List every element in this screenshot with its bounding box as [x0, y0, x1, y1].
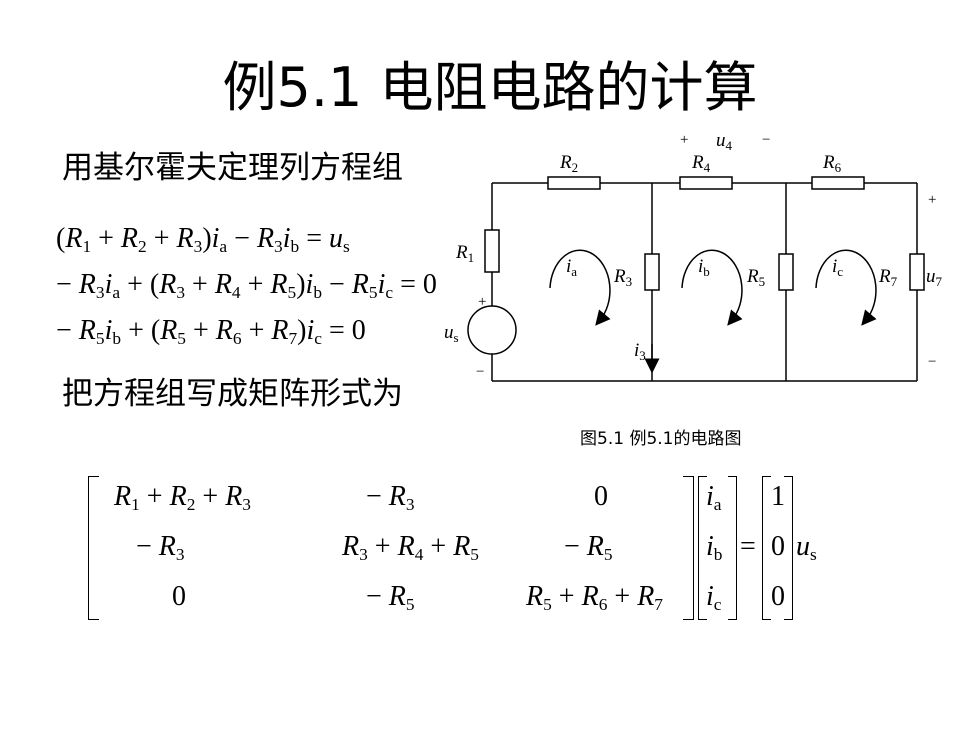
label-ic: ic: [832, 256, 843, 279]
label-us-minus: −: [476, 364, 484, 380]
matrix-cell-1-2: − R3: [366, 481, 415, 514]
matrix-cell-3-3: R5 + R6 + R7: [526, 581, 663, 614]
label-ib: ib: [698, 256, 710, 279]
equation-1: (R1 + R2 + R3)ia − R3ib = us: [56, 223, 350, 256]
resistor-r1: [484, 229, 500, 273]
matrix-cell-3-2: − R5: [366, 581, 415, 614]
equation-3: − R5ib + (R5 + R6 + R7)ic = 0: [56, 315, 366, 348]
label-ia: ia: [566, 256, 577, 279]
resistor-r4: [679, 176, 733, 190]
resistor-r6: [811, 176, 865, 190]
matrix-left-bracket: [88, 476, 99, 620]
matrix-cell-2-1: − R3: [136, 531, 185, 564]
matrix-right-bracket: [683, 476, 694, 620]
label-u7-minus: −: [928, 354, 936, 370]
matrix-cell-2-3: − R5: [564, 531, 613, 564]
label-i3: i3: [634, 340, 646, 363]
label-r5: R5: [746, 266, 765, 289]
label-r2: R2: [559, 152, 578, 175]
label-r4: R4: [691, 152, 711, 175]
label-u4-plus: +: [680, 132, 688, 148]
label-u7-plus: +: [928, 192, 936, 208]
label-r3: R3: [613, 266, 632, 289]
label-us: us: [444, 322, 459, 345]
rhs-value-3: 0: [771, 581, 785, 612]
rhs-value-2: 0: [771, 531, 785, 562]
circuit-diagram: R2 R4 R6 u4 + − R1 ia R3 ib R5 ic R7 u7 …: [444, 130, 943, 382]
matrix-intro-text: 把方程组写成矩阵形式为: [62, 376, 403, 412]
voltage-source-us: [467, 305, 517, 355]
matrix-cell-1-3: 0: [594, 481, 608, 512]
unknown-ib: ib: [706, 531, 723, 564]
unknown-left-bracket: [698, 476, 707, 620]
rhs-left-bracket: [762, 476, 771, 620]
matrix-equation: R1 + R2 + R3 − R3 0 − R3 R3 + R4 + R5 − …: [88, 468, 848, 628]
label-u4: u4: [716, 130, 733, 153]
resistor-r7: [909, 253, 925, 291]
resistor-r5: [778, 253, 794, 291]
resistor-r3: [644, 253, 660, 291]
unknown-right-bracket: [728, 476, 737, 620]
resistor-r2: [547, 176, 601, 190]
unknown-ic: ic: [706, 581, 722, 614]
label-us-plus: +: [478, 294, 486, 310]
intro-text: 用基尔霍夫定理列方程组: [62, 150, 403, 186]
label-u4-minus: −: [762, 132, 770, 148]
rhs-value-1: 1: [771, 481, 785, 512]
label-r7: R7: [878, 266, 898, 289]
matrix-cell-3-1: 0: [172, 581, 186, 612]
matrix-source-us: us: [796, 531, 817, 564]
matrix-equals: =: [740, 531, 756, 562]
rhs-right-bracket: [784, 476, 793, 620]
slide-title: 例5.1 电阻电路的计算: [222, 56, 758, 119]
label-r6: R6: [822, 152, 842, 175]
label-r1: R1: [455, 242, 474, 265]
matrix-cell-1-1: R1 + R2 + R3: [114, 481, 251, 514]
figure-caption: 图5.1 例5.1的电路图: [580, 429, 742, 449]
equation-2: − R3ia + (R3 + R4 + R5)ib − R5ic = 0: [56, 269, 437, 302]
unknown-ia: ia: [706, 481, 722, 514]
matrix-cell-2-2: R3 + R4 + R5: [342, 531, 479, 564]
label-u7: u7: [926, 266, 943, 289]
